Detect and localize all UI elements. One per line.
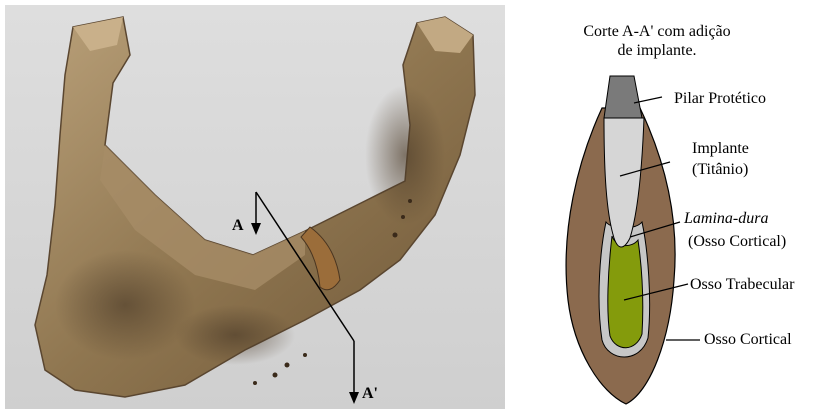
cross-section-panel: Corte A-A' com adição de implante. Pilar… xyxy=(520,0,840,412)
label-lamina-1: Lamina-dura xyxy=(684,210,768,228)
label-lamina-2: (Osso Cortical) xyxy=(688,233,786,251)
dark-stain-3 xyxy=(175,305,295,365)
label-implante-2: (Titânio) xyxy=(692,161,748,179)
dark-stain-1 xyxy=(55,250,195,360)
label-pilar: Pilar Protético xyxy=(674,90,766,108)
marker-a: A xyxy=(232,217,244,235)
trabecular-bone-shape xyxy=(608,236,643,348)
dark-stain-2 xyxy=(365,85,445,225)
label-cortical: Osso Cortical xyxy=(704,331,792,349)
marker-a-prime: A' xyxy=(362,385,378,403)
mandible-photo-panel: A A' xyxy=(5,5,505,409)
label-trabecular: Osso Trabecular xyxy=(690,276,794,294)
abutment-shape xyxy=(604,76,642,118)
cross-section-diagram xyxy=(520,0,840,412)
mandible-photo xyxy=(5,5,505,409)
label-implante-1: Implante xyxy=(692,140,749,158)
